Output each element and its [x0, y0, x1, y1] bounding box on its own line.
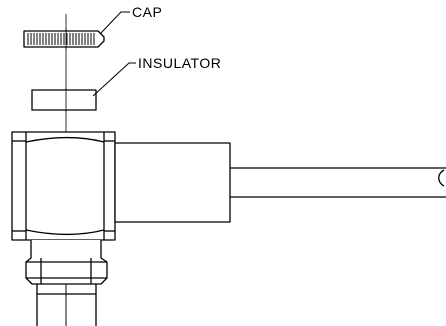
cable-break-mark [438, 169, 445, 187]
cap-part [23, 28, 105, 50]
insulator-label: INSULATOR [138, 55, 222, 71]
cable [230, 167, 446, 198]
plug-tip [36, 284, 97, 326]
insulator-leader-line [92, 62, 136, 97]
cap-label: CAP [132, 4, 163, 20]
cable-entry [114, 142, 231, 223]
cap-leader-line [100, 11, 130, 34]
coupling-nut [25, 240, 108, 285]
insulator-part [31, 88, 97, 112]
connector-body [11, 131, 116, 241]
cap-knurling [27, 33, 95, 45]
